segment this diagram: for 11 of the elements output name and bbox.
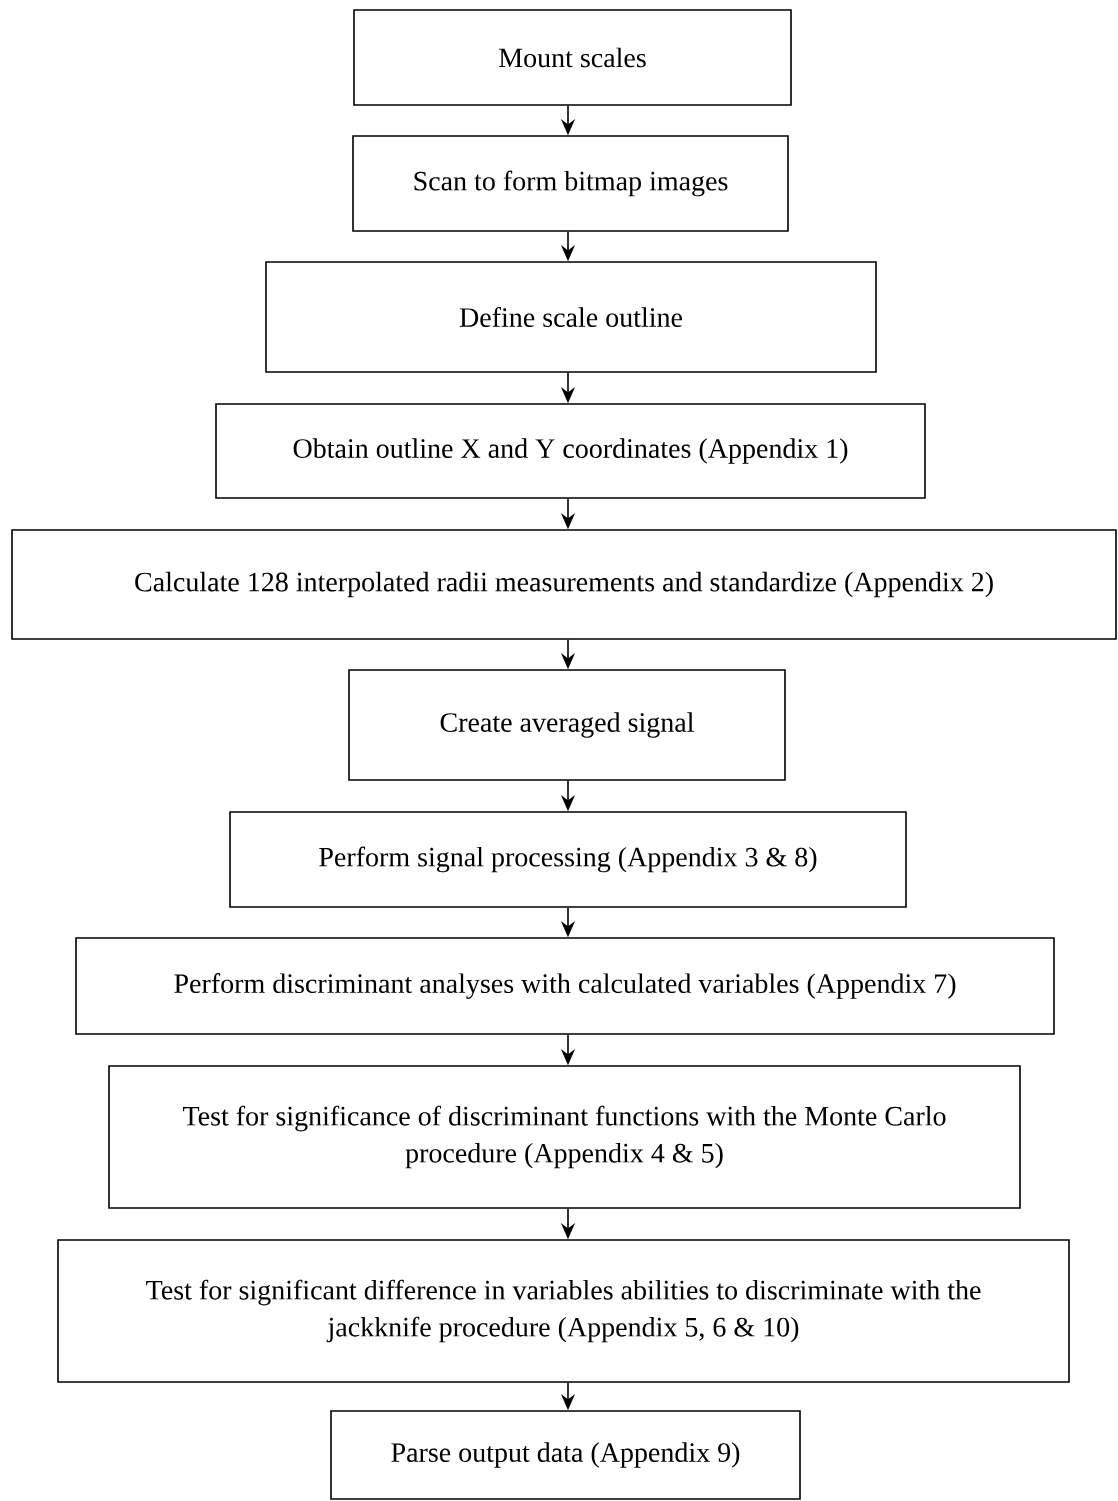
- process-box: Perform signal processing (Appendix 3 & 8): [229, 811, 907, 908]
- process-box: Mount scales: [353, 9, 792, 106]
- process-box: Test for significant difference in variables abilities to discriminate with the jackknife procedure (Appendix 5, 6 & 10): [57, 1239, 1070, 1383]
- process-box: Parse output data (Appendix 9): [330, 1410, 801, 1500]
- process-box: Scan to form bitmap images: [352, 135, 789, 232]
- process-box: Obtain outline X and Y coordinates (Appendix 1): [215, 403, 926, 499]
- process-box: Create averaged signal: [348, 669, 786, 781]
- process-box: Define scale outline: [265, 261, 877, 373]
- process-box: Test for significance of discriminant functions with the Monte Carlo procedure (Appendix 4 & 5): [108, 1065, 1021, 1209]
- process-box: Calculate 128 interpolated radii measurements and standardize (Appendix 2): [11, 529, 1117, 640]
- process-box: Perform discriminant analyses with calculated variables (Appendix 7): [75, 937, 1055, 1035]
